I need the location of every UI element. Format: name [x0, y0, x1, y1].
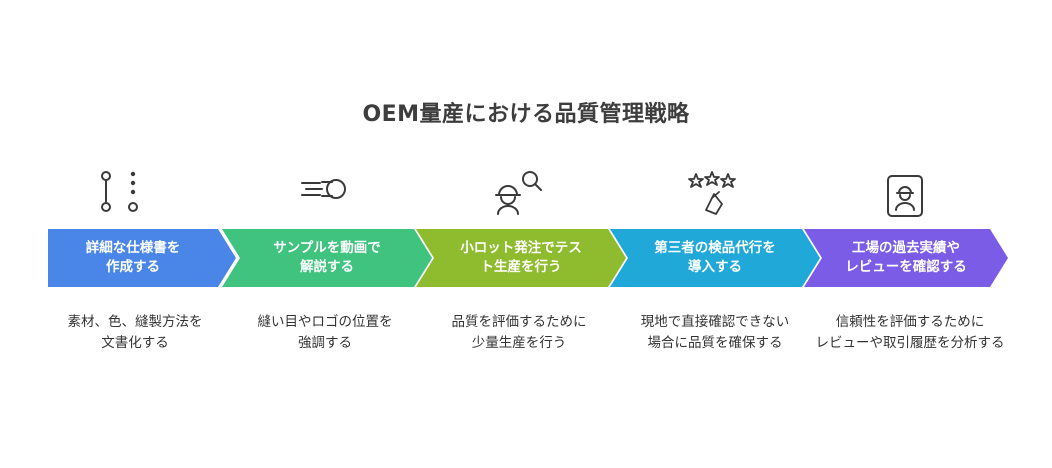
fast-motion-icon [298, 170, 350, 222]
step-4-shape [610, 229, 820, 287]
step-3-description: 品質を評価するために 少量生産を行う [451, 314, 587, 351]
step-1-description: 素材、色、縫製方法を 文書化する [67, 314, 203, 351]
step-5-label: 工場の過去実績や レビューを確認する [845, 240, 967, 275]
step-4-description: 現地で直接確認できない 場合に品質を確保する [640, 314, 790, 351]
step-5-shape [804, 229, 1008, 287]
step-1-shape [48, 229, 236, 287]
path-nodes-icon [92, 170, 144, 222]
step-1-label: 詳細な仕様書を 作成する [85, 240, 181, 275]
step-2-arrow: サンプルを動画で 解説する [222, 229, 432, 287]
stars-review-icon [686, 170, 738, 222]
step-1-arrow: 詳細な仕様書を 作成する [48, 229, 236, 287]
step-3-label: 小ロット発注でテス ト生産を行う [460, 240, 582, 275]
step-2-label: サンプルを動画で 解説する [273, 240, 381, 275]
step-2-shape [222, 229, 432, 287]
step-4-arrow: 第三者の検品代行を 導入する [610, 229, 820, 287]
step-2-description: 縫い目やロゴの位置を 強調する [257, 314, 393, 351]
step-5-arrow: 工場の過去実績や レビューを確認する [804, 229, 1008, 287]
diagram-title: OEM量産における品質管理戦略 [362, 102, 690, 127]
step-3-shape [416, 229, 626, 287]
step-5-description: 信頼性を評価するために レビューや取引履歴を分析する [815, 314, 1005, 351]
id-badge-icon [880, 170, 932, 222]
step-3-arrow: 小ロット発注でテス ト生産を行う [416, 229, 626, 287]
step-4-label: 第三者の検品代行を 導入する [654, 240, 776, 275]
worker-search-icon [492, 170, 544, 222]
